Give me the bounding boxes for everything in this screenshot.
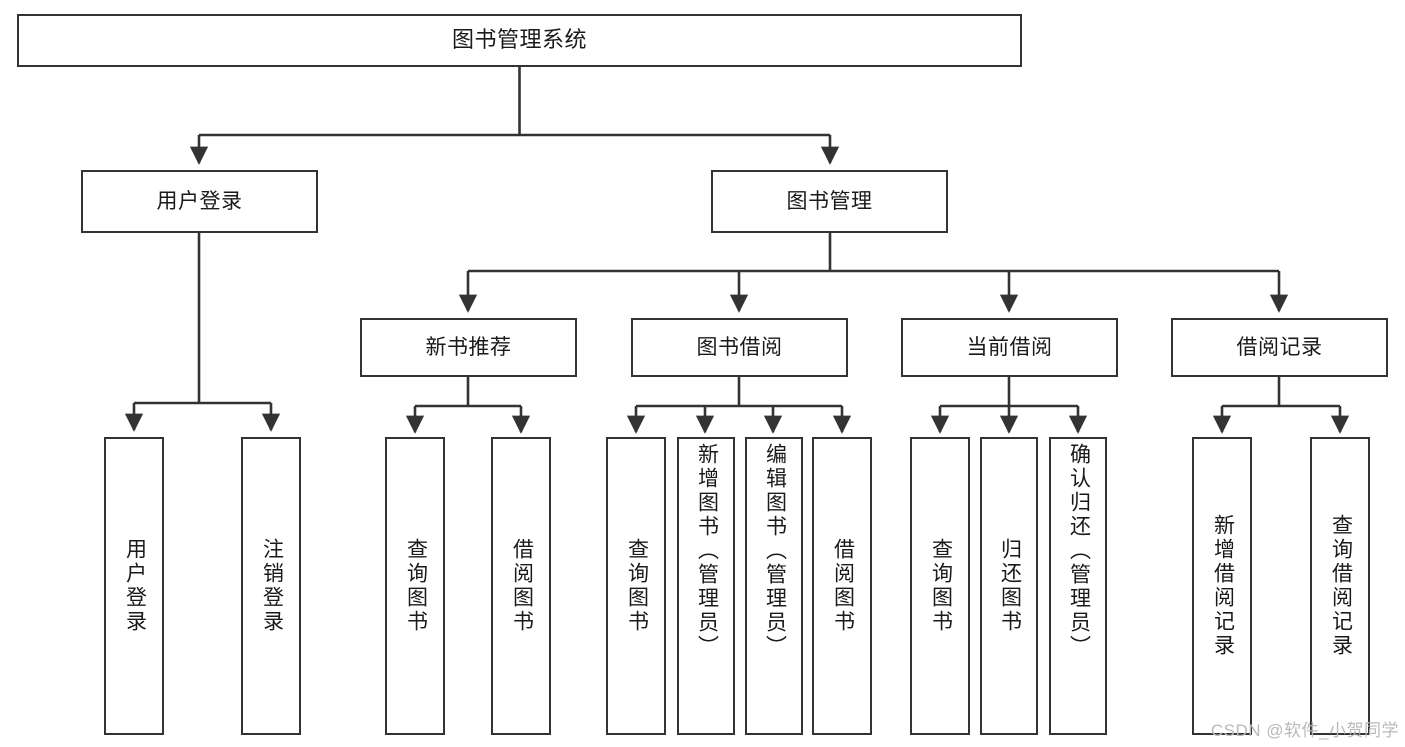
leaf-br-query-record[interactable]: 查询借阅记录 [1310, 437, 1370, 735]
node-label: 用户登录 [123, 538, 147, 634]
node-label: 查询借阅记录 [1329, 514, 1353, 658]
node-root-system[interactable]: 图书管理系统 [17, 14, 1022, 67]
node-label: 当前借阅 [966, 335, 1053, 359]
node-label: 查询图书 [929, 538, 953, 634]
leaf-cb-return-book[interactable]: 归还图书 [980, 437, 1038, 735]
leaf-bb-add-book[interactable]: 新增图书（管理员） [677, 437, 735, 735]
node-label: 确认归还（管理员） [1067, 443, 1091, 659]
node-label: 借阅图书 [831, 538, 855, 634]
node-current-borrow[interactable]: 当前借阅 [901, 318, 1118, 377]
node-book-management[interactable]: 图书管理 [711, 170, 948, 233]
node-user-login[interactable]: 用户登录 [81, 170, 318, 233]
leaf-bb-query-book[interactable]: 查询图书 [606, 437, 666, 735]
leaf-bb-edit-book[interactable]: 编辑图书（管理员） [745, 437, 803, 735]
node-label: 查询图书 [404, 538, 428, 634]
node-label: 新增借阅记录 [1211, 514, 1235, 658]
node-label: 新书推荐 [425, 335, 512, 359]
leaf-logout[interactable]: 注销登录 [241, 437, 301, 735]
leaf-bb-borrow-book[interactable]: 借阅图书 [812, 437, 872, 735]
node-label: 归还图书 [998, 538, 1022, 634]
node-book-borrow[interactable]: 图书借阅 [631, 318, 848, 377]
node-label: 图书管理 [786, 189, 873, 213]
node-label: 用户登录 [156, 189, 243, 213]
node-label: 图书借阅 [696, 335, 783, 359]
node-label: 借阅图书 [510, 538, 534, 634]
node-borrow-record[interactable]: 借阅记录 [1171, 318, 1388, 377]
node-label: 图书管理系统 [451, 27, 587, 53]
node-label: 新增图书（管理员） [695, 443, 719, 659]
leaf-cb-confirm-return[interactable]: 确认归还（管理员） [1049, 437, 1107, 735]
leaf-cb-query-book[interactable]: 查询图书 [910, 437, 970, 735]
csdn-watermark: CSDN @软件_小贺同学 [1210, 721, 1399, 740]
node-label: 查询图书 [625, 538, 649, 634]
leaf-br-add-record[interactable]: 新增借阅记录 [1192, 437, 1252, 735]
leaf-nb-borrow-book[interactable]: 借阅图书 [491, 437, 551, 735]
node-label: 编辑图书（管理员） [763, 443, 787, 659]
node-label: 注销登录 [260, 538, 284, 634]
leaf-nb-query-book[interactable]: 查询图书 [385, 437, 445, 735]
node-label: 借阅记录 [1236, 335, 1323, 359]
leaf-user-login[interactable]: 用户登录 [104, 437, 164, 735]
node-new-book-recommend[interactable]: 新书推荐 [360, 318, 577, 377]
